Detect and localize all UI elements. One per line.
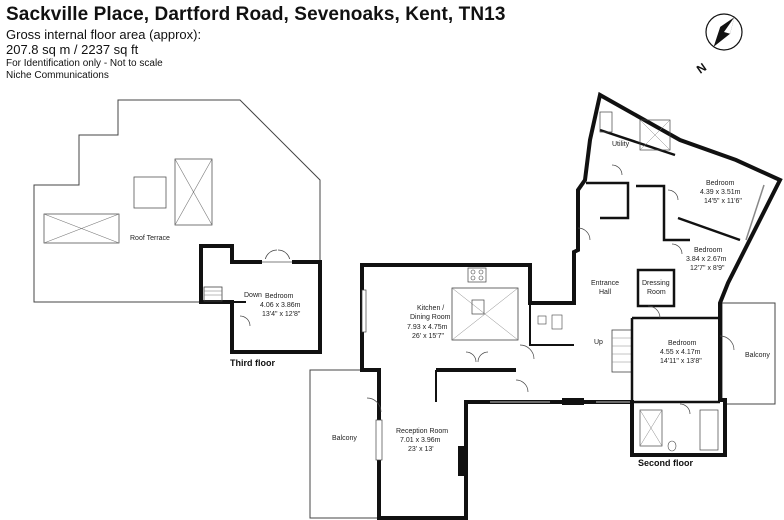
balcony-left-label: Balcony [332,435,357,442]
bedroom-main-name: Bedroom [668,340,697,347]
bedroom-main-metric: 4.55 x 4.17m [660,349,701,356]
dressing-line2: Room [647,289,666,296]
compass-north-letter: N [694,60,709,76]
sink-icon [471,299,485,315]
third-floor-plan: Roof Terrace Down Bedroom 4.06 x 3.86m 1… [33,99,322,368]
entrance-line1: Entrance [591,280,619,287]
property-title: Sackville Place, Dartford Road, Sevenoak… [6,4,506,25]
header: Sackville Place, Dartford Road, Sevenoak… [6,4,626,82]
second-floor-outer-walls [360,91,783,520]
toilet-icon [551,314,563,330]
floor-area-label: Gross internal floor area (approx): [6,27,202,42]
balcony-left-outline [309,369,380,519]
down-label: Down [244,292,262,299]
dressing-line1: Dressing [642,280,670,287]
door-icon [239,315,251,327]
fireplace [458,446,465,476]
agent-name: Niche Communications [6,70,109,81]
bath-icon [699,409,719,451]
door-icon [671,243,683,255]
door-icon [667,189,679,201]
reception-metric: 7.01 x 3.96m [400,437,441,444]
shower-icon [639,119,671,151]
third-floor-bedroom-walls [199,244,322,354]
hob-icon [467,267,487,283]
roof-terrace-outline [33,99,321,303]
door-icon [465,351,477,363]
door-icon [577,227,591,241]
bedroom-ne-name: Bedroom [706,180,735,187]
scale-note: For Identification only - Not to scale [6,58,163,69]
third-bedroom-name: Bedroom [265,293,294,300]
kitchen-island [451,287,519,341]
basin-icon [537,315,547,325]
reception-name: Reception Room [396,428,448,435]
kitchen-name-2: Dining Room [410,314,451,321]
bedroom-mid-name: Bedroom [694,247,723,254]
up-label: Up [594,339,603,346]
door-icon [719,335,735,351]
bedroom-mid-imperial: 12'7" x 8'9" [690,265,725,272]
washer-icon [599,111,613,133]
door-icon [611,164,623,176]
second-floor-plan: Balcony Balcony Kitchen / Dining Room 7 [309,91,783,520]
bedroom-main-imperial: 14'11" x 13'8" [660,358,702,365]
skylight [133,176,167,209]
third-bedroom-metric: 4.06 x 3.86m [260,302,301,309]
skylight [174,158,213,226]
floor-area-value: 207.8 sq m / 2237 sq ft [6,42,139,57]
utility-label: Utility [612,141,630,148]
staircase [203,286,223,302]
roof-terrace-label: Roof Terrace [130,235,170,242]
dressing-room-walls [636,268,676,308]
bedroom-mid-metric: 3.84 x 2.67m [686,256,727,263]
door-icon [519,344,535,360]
door-icon [515,379,529,393]
door-icon [679,403,691,415]
skylight [43,213,120,244]
kitchen-name: Kitchen / [417,305,444,312]
compass-icon: N [694,13,743,77]
balcony-right-label: Balcony [745,352,770,359]
bedroom-ne-metric: 4.39 x 3.51m [700,189,741,196]
entrance-line2: Hall [599,289,612,296]
door-icon [477,351,489,363]
toilet-icon [667,440,677,452]
door-icon [366,397,382,413]
kitchen-imperial: 26' x 15'7" [412,333,445,340]
reception-imperial: 23' x 13' [408,446,434,453]
bedroom-ne-imperial: 14'5" x 11'6" [704,198,742,205]
third-floor-label: Third floor [230,358,275,368]
kitchen-metric: 7.93 x 4.75m [407,324,448,331]
door-icon [647,305,661,319]
second-floor-label: Second floor [638,458,693,468]
shower-icon [639,409,663,447]
third-bedroom-imperial: 13'4" x 12'8" [262,311,301,318]
